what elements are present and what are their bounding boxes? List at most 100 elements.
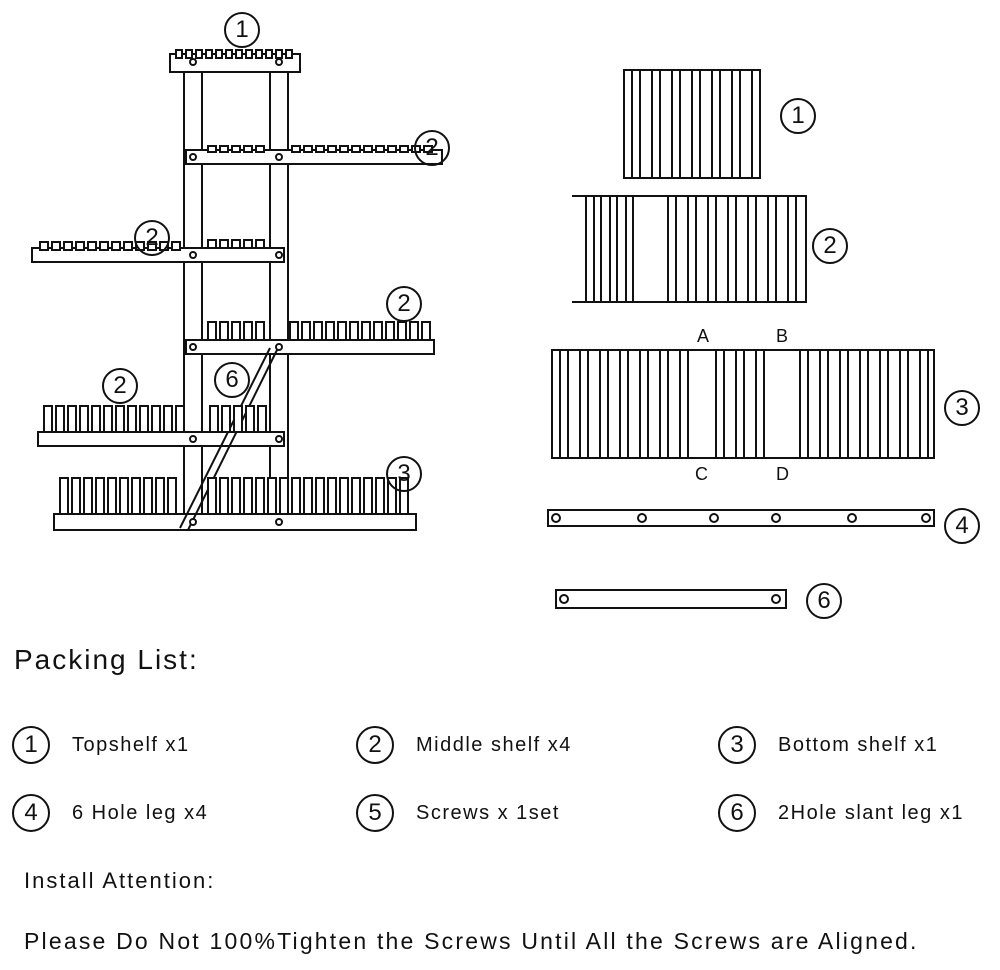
slat [255, 49, 263, 59]
slat [219, 321, 229, 341]
slat [351, 477, 361, 515]
joint-label-d: D [776, 464, 789, 484]
slat [111, 241, 121, 251]
slat [243, 145, 253, 153]
part-slat [687, 195, 697, 303]
slat [339, 145, 349, 153]
slat [59, 477, 69, 515]
slat [185, 49, 193, 59]
slat [231, 321, 241, 341]
slat [303, 477, 313, 515]
part-slat [767, 195, 777, 303]
slat [387, 145, 397, 153]
item-label: Bottom shelf x1 [778, 733, 939, 756]
part-label-2: 2 [812, 228, 848, 264]
slat [75, 241, 85, 251]
slat [71, 477, 81, 515]
slat [115, 405, 125, 433]
assembled-label-2a: 2 [414, 130, 450, 166]
leg-hole [709, 513, 719, 523]
middle-shelf-left-lower [37, 431, 285, 447]
slat [279, 477, 289, 515]
slat [409, 321, 419, 341]
packing-item: 6 2Hole slant leg x1 [718, 794, 964, 832]
slat [315, 145, 325, 153]
part-slat [859, 349, 869, 459]
slant-leg-hole [559, 594, 569, 604]
joint-label-a: A [697, 326, 710, 346]
right-leg [269, 69, 289, 531]
slant-leg-hole [771, 594, 781, 604]
slat [119, 477, 129, 515]
slat [373, 321, 383, 341]
slat [255, 145, 265, 153]
slat [195, 49, 203, 59]
slat [291, 145, 301, 153]
slat [221, 405, 231, 433]
slat [375, 477, 385, 515]
slat [123, 241, 133, 251]
slat [275, 49, 283, 59]
slat [255, 239, 265, 249]
screw-hole [275, 153, 283, 161]
slat [385, 321, 395, 341]
slat [245, 405, 255, 433]
slat [231, 477, 241, 515]
leg-hole [847, 513, 857, 523]
packing-item: 2 Middle shelf x4 [356, 726, 572, 764]
slat [231, 145, 241, 153]
assembled-slats [39, 49, 433, 526]
part-slat [899, 349, 909, 459]
left-leg [183, 69, 203, 531]
slat [255, 321, 265, 341]
screw-hole [189, 435, 197, 443]
slat [225, 49, 233, 59]
slat [79, 405, 89, 433]
part-slat [731, 69, 741, 179]
slat [151, 405, 161, 433]
slat [67, 405, 77, 433]
slat [339, 477, 349, 515]
install-attention-text: Please Do Not 100%Tighten the Screws Unt… [24, 928, 919, 954]
part-slat [707, 195, 717, 303]
part-slat [727, 195, 737, 303]
screw-hole [275, 518, 283, 526]
part-slat [671, 69, 681, 179]
item-label: 2Hole slant leg x1 [778, 801, 964, 824]
slat [139, 405, 149, 433]
item-label: Screws x 1set [416, 801, 560, 824]
slat [313, 321, 323, 341]
part-label-3: 3 [944, 390, 980, 426]
slat [351, 145, 361, 153]
part-slat [619, 349, 629, 459]
part-slat [609, 195, 618, 303]
slat [55, 405, 65, 433]
part-slat [659, 349, 669, 459]
part-slat [679, 349, 689, 459]
slat [265, 49, 273, 59]
slat [171, 241, 181, 251]
part-slat [691, 69, 701, 179]
leg-hole [551, 513, 561, 523]
assembled-label-2d: 2 [102, 368, 138, 404]
slat [233, 405, 243, 433]
slat [231, 239, 241, 249]
slat [289, 321, 299, 341]
packing-item: 4 6 Hole leg x4 [12, 794, 208, 832]
slat [87, 241, 97, 251]
slat [175, 49, 183, 59]
screw-hole [189, 518, 197, 526]
part-slat [735, 349, 745, 459]
part-slat [799, 349, 809, 459]
part-slat [625, 195, 634, 303]
part-slat [593, 195, 602, 303]
diagram-drawing [31, 49, 935, 609]
joint-label-c: C [695, 464, 708, 484]
slat [131, 477, 141, 515]
slat [243, 477, 253, 515]
item-label: Middle shelf x4 [416, 733, 572, 756]
slat [167, 477, 177, 515]
part-slat [715, 349, 725, 459]
slat [267, 477, 277, 515]
assembled-label-6: 6 [214, 362, 250, 398]
